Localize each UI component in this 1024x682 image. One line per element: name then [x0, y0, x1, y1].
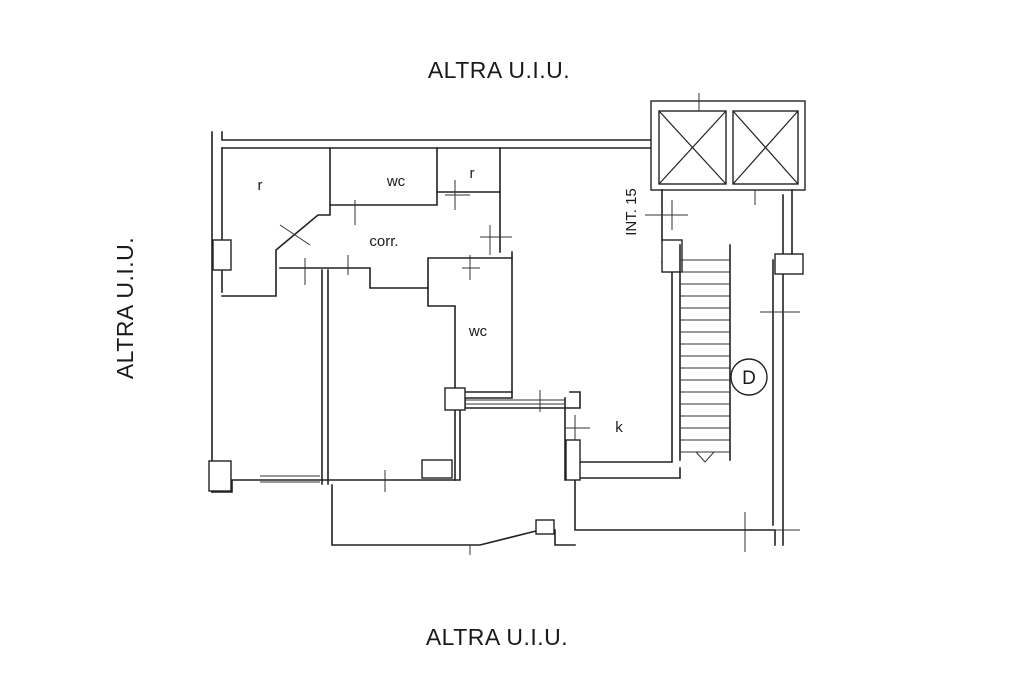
room-label-r-1: r [258, 177, 263, 194]
room-label-corridor: corr. [369, 233, 398, 250]
d-marker: D [730, 358, 768, 396]
staircase [679, 244, 731, 463]
label-top-neighbour: ALTRA U.I.U. [428, 57, 570, 83]
window-lines [260, 399, 565, 483]
d-marker-label: D [742, 368, 756, 389]
room-label-r-2: r [470, 165, 475, 182]
label-left-neighbour: ALTRA U.I.U. [112, 237, 138, 379]
room-label-wc-2: wc [468, 323, 488, 340]
room-label-wc-1: wc [386, 173, 406, 190]
door-marks [279, 180, 800, 555]
label-interior-number: INT. 15 [623, 188, 640, 236]
outer-walls [211, 131, 784, 546]
interior-walls [208, 147, 804, 535]
elevator-shafts [650, 93, 806, 191]
room-label-k: k [615, 419, 623, 436]
label-bottom-neighbour: ALTRA U.I.U. [426, 624, 568, 650]
